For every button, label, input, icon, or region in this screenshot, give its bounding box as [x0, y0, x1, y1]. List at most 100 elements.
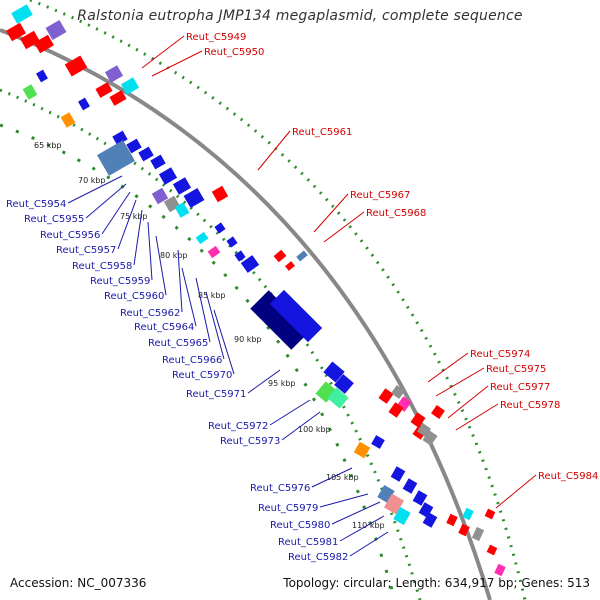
gene-label: Reut_C5978: [500, 400, 560, 411]
kbp-tick-label: 80 kbp: [160, 251, 188, 260]
gene-features: [6, 4, 506, 577]
gene-label: Reut_C5972: [208, 421, 268, 432]
kbp-tick-label: 75 kbp: [120, 212, 148, 221]
gene-feature: [112, 130, 128, 146]
gene-feature: [64, 55, 88, 77]
summary-text: Topology: circular; Length: 634,917 bp; …: [283, 576, 590, 590]
gene-feature: [494, 563, 506, 577]
gene-feature: [446, 513, 458, 527]
label-leader-line: [141, 35, 185, 69]
gene-feature: [45, 19, 67, 41]
accession-text: Accession: NC_007336: [10, 576, 147, 590]
gene-label: Reut_C5949: [186, 32, 246, 43]
gene-feature: [393, 506, 411, 526]
label-leader-line: [311, 467, 353, 488]
gene-feature: [334, 374, 354, 394]
gene-feature: [462, 507, 474, 521]
gene-feature: [484, 508, 496, 520]
label-leader-line: [155, 235, 167, 296]
gene-feature: [22, 84, 38, 100]
gene-feature: [234, 250, 246, 262]
gene-label: Reut_C5974: [470, 349, 530, 360]
gene-label: Reut_C5976: [250, 483, 310, 494]
gene-feature: [431, 405, 445, 419]
gene-feature: [226, 236, 238, 248]
gene-feature: [109, 90, 127, 106]
gene-feature: [150, 154, 166, 170]
gene-feature: [60, 112, 76, 128]
gene-label: Reut_C5967: [350, 190, 410, 201]
gene-feature: [353, 441, 371, 459]
gene-label: Reut_C5954: [6, 199, 66, 210]
kbp-tick-label: 90 kbp: [234, 335, 262, 344]
label-leader-line: [331, 501, 381, 525]
gene-feature: [36, 69, 48, 83]
gene-label: Reut_C5981: [278, 537, 338, 548]
gene-label: Reut_C5965: [148, 338, 208, 349]
gene-labels: Reut_C5949Reut_C5950Reut_C5961Reut_C5967…: [6, 32, 598, 563]
label-leader-line: [427, 352, 469, 383]
gene-label: Reut_C5975: [486, 364, 546, 375]
kbp-tick-label: 95 kbp: [268, 379, 296, 388]
gene-feature: [285, 261, 295, 271]
kbp-tick-label: 65 kbp: [34, 141, 62, 150]
gene-feature: [20, 30, 40, 50]
label-leader-line: [323, 211, 365, 243]
gene-feature: [126, 138, 142, 154]
gene-feature: [471, 526, 485, 542]
label-leader-line: [177, 249, 183, 313]
gene-feature: [138, 146, 154, 162]
gene-feature: [158, 167, 178, 185]
gene-feature: [6, 22, 26, 42]
kbp-tick-label: 100 kbp: [298, 425, 331, 434]
kbp-tick-label: 85 kbp: [198, 291, 226, 300]
gene-label: Reut_C5964: [134, 322, 194, 333]
gene-label: Reut_C5977: [490, 382, 550, 393]
gene-feature: [172, 177, 192, 195]
gene-label: Reut_C5962: [120, 308, 180, 319]
gene-label: Reut_C5971: [186, 389, 246, 400]
gene-label: Reut_C5955: [24, 214, 84, 225]
gene-feature: [183, 187, 205, 209]
gene-label: Reut_C5958: [72, 261, 132, 272]
gene-feature: [378, 388, 394, 404]
genome-backbone: [0, 28, 492, 600]
gene-feature: [422, 430, 438, 446]
gene-feature: [458, 523, 470, 537]
gene-label: Reut_C5973: [220, 436, 280, 447]
tick-ring-line: [0, 123, 397, 600]
label-leader-line: [247, 369, 281, 394]
label-leader-line: [151, 50, 203, 77]
map-title: Ralstonia eutropha JMP134 megaplasmid, c…: [77, 8, 523, 24]
label-leader-line: [257, 130, 291, 171]
kbp-tick-label: 105 kbp: [326, 473, 359, 482]
gene-feature: [120, 77, 140, 95]
gene-feature: [214, 222, 226, 234]
gene-label: Reut_C5966: [162, 355, 222, 366]
gene-label: Reut_C5982: [288, 552, 348, 563]
gene-feature: [315, 381, 337, 403]
gene-label: Reut_C5956: [40, 230, 100, 241]
inner-track-line: [0, 88, 422, 600]
kbp-tick-label: 70 kbp: [78, 176, 106, 185]
gene-feature: [412, 490, 428, 506]
gene-feature: [34, 34, 54, 54]
gene-feature: [195, 231, 209, 245]
gene-feature: [327, 387, 349, 409]
gene-feature: [486, 544, 498, 556]
gene-label: Reut_C5950: [204, 47, 264, 58]
gene-label: Reut_C5960: [104, 291, 164, 302]
gene-feature: [104, 65, 124, 83]
gene-feature: [240, 255, 260, 273]
label-leader-line: [67, 175, 123, 204]
gene-feature: [95, 82, 113, 98]
label-leader-line: [269, 399, 311, 426]
label-leader-line: [339, 515, 385, 542]
gene-feature: [78, 97, 90, 111]
gene-feature: [402, 478, 418, 494]
gene-label: Reut_C5961: [292, 127, 352, 138]
gene-label: Reut_C5959: [90, 276, 150, 287]
gene-feature: [250, 290, 310, 350]
kbp-tick-label: 110 kbp: [352, 521, 385, 530]
